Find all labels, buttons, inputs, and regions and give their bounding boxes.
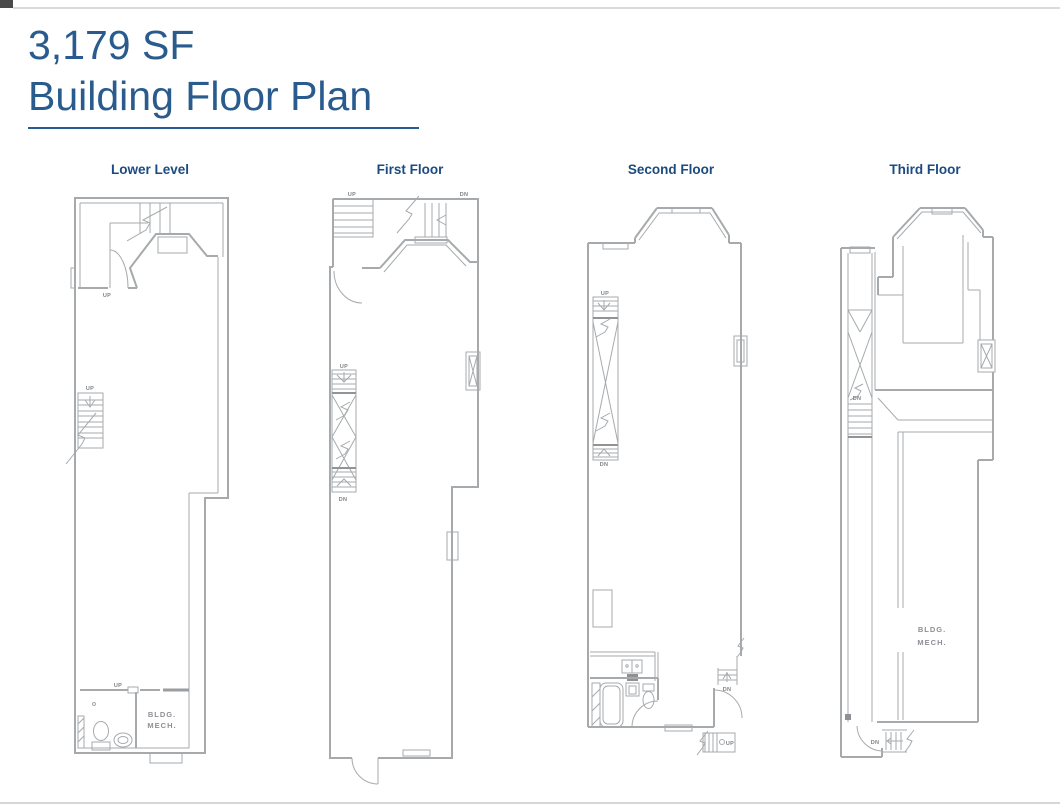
lower-level-walls <box>70 197 229 754</box>
dn-label: DN <box>600 462 609 468</box>
up-label: UP <box>601 291 609 297</box>
entry-door-icon <box>351 757 379 785</box>
bath-door-icon <box>631 700 659 728</box>
second-floor-stair <box>592 296 619 461</box>
wardrobe-icon <box>592 589 613 628</box>
third-floor-entry <box>856 725 915 753</box>
up-label: UP <box>340 364 348 370</box>
radiator-icon <box>77 715 85 749</box>
rear-door-icon <box>713 689 743 719</box>
toilet-icon <box>642 683 655 692</box>
label-second-floor: Second Floor <box>627 162 715 177</box>
up-label: UP <box>348 192 356 198</box>
lower-level-bath-mech <box>77 686 189 764</box>
second-floor-kitchen-bath <box>590 589 693 732</box>
third-floor-floorplan: DN BLDG. MECH. DN <box>840 207 996 758</box>
first-floor-walls <box>329 198 479 759</box>
lower-level-side-stair <box>65 392 104 465</box>
up-label: UP <box>86 386 94 392</box>
sink-icon <box>113 732 133 748</box>
top-border-line <box>13 7 1060 9</box>
dn-label: DN <box>723 687 732 693</box>
third-floor-roof-lines <box>845 397 993 720</box>
second-floor-window-right <box>733 335 748 367</box>
up-label: UP <box>103 293 111 299</box>
bldg-mech-label: BLDG. <box>918 625 946 634</box>
title-underline <box>28 127 419 129</box>
third-floor-walls <box>840 207 994 758</box>
window-corner-fragment <box>0 0 13 8</box>
bldg-mech-label: BLDG. <box>148 710 176 719</box>
dn-label: DN <box>460 192 469 198</box>
label-third-floor: Third Floor <box>889 162 961 177</box>
third-floor-window-right <box>977 339 996 373</box>
dn-label: DN <box>339 497 348 503</box>
roof-door-icon <box>856 725 884 752</box>
first-floor-fireplace <box>465 351 481 391</box>
dn-label: DN <box>853 396 862 402</box>
second-floor-floorplan: UP DN DN UP <box>587 207 748 756</box>
label-lower-level: Lower Level <box>110 162 190 177</box>
dn-label: DN <box>871 740 880 746</box>
first-floor-top-stairs <box>332 195 448 304</box>
page-title: 3,179 SF Building Floor Plan <box>28 20 372 122</box>
second-floor-walls <box>587 207 742 728</box>
lower-level-entry-stair <box>109 203 188 289</box>
up-label: UP <box>114 683 122 689</box>
third-floor-stair <box>847 246 873 440</box>
up-label: UP <box>726 741 734 747</box>
first-floor-openings <box>351 531 459 785</box>
first-floor-floorplan: UP DN UP DN <box>329 192 481 785</box>
bldg-mech-label: MECH. <box>917 638 946 647</box>
area-title: 3,179 SF <box>28 22 195 68</box>
bldg-mech-label: MECH. <box>147 721 176 730</box>
bottom-border-line <box>0 802 1060 804</box>
label-first-floor: First Floor <box>376 162 444 177</box>
lower-level-floorplan: UP UP UP BLDG. MECH. <box>65 197 229 764</box>
toilet-icon <box>93 721 109 741</box>
second-floor-right-stairs <box>696 637 745 756</box>
first-floor-scissor-stair <box>331 369 357 493</box>
plan-title: Building Floor Plan <box>28 73 373 119</box>
bath-sink-icon <box>625 682 640 697</box>
